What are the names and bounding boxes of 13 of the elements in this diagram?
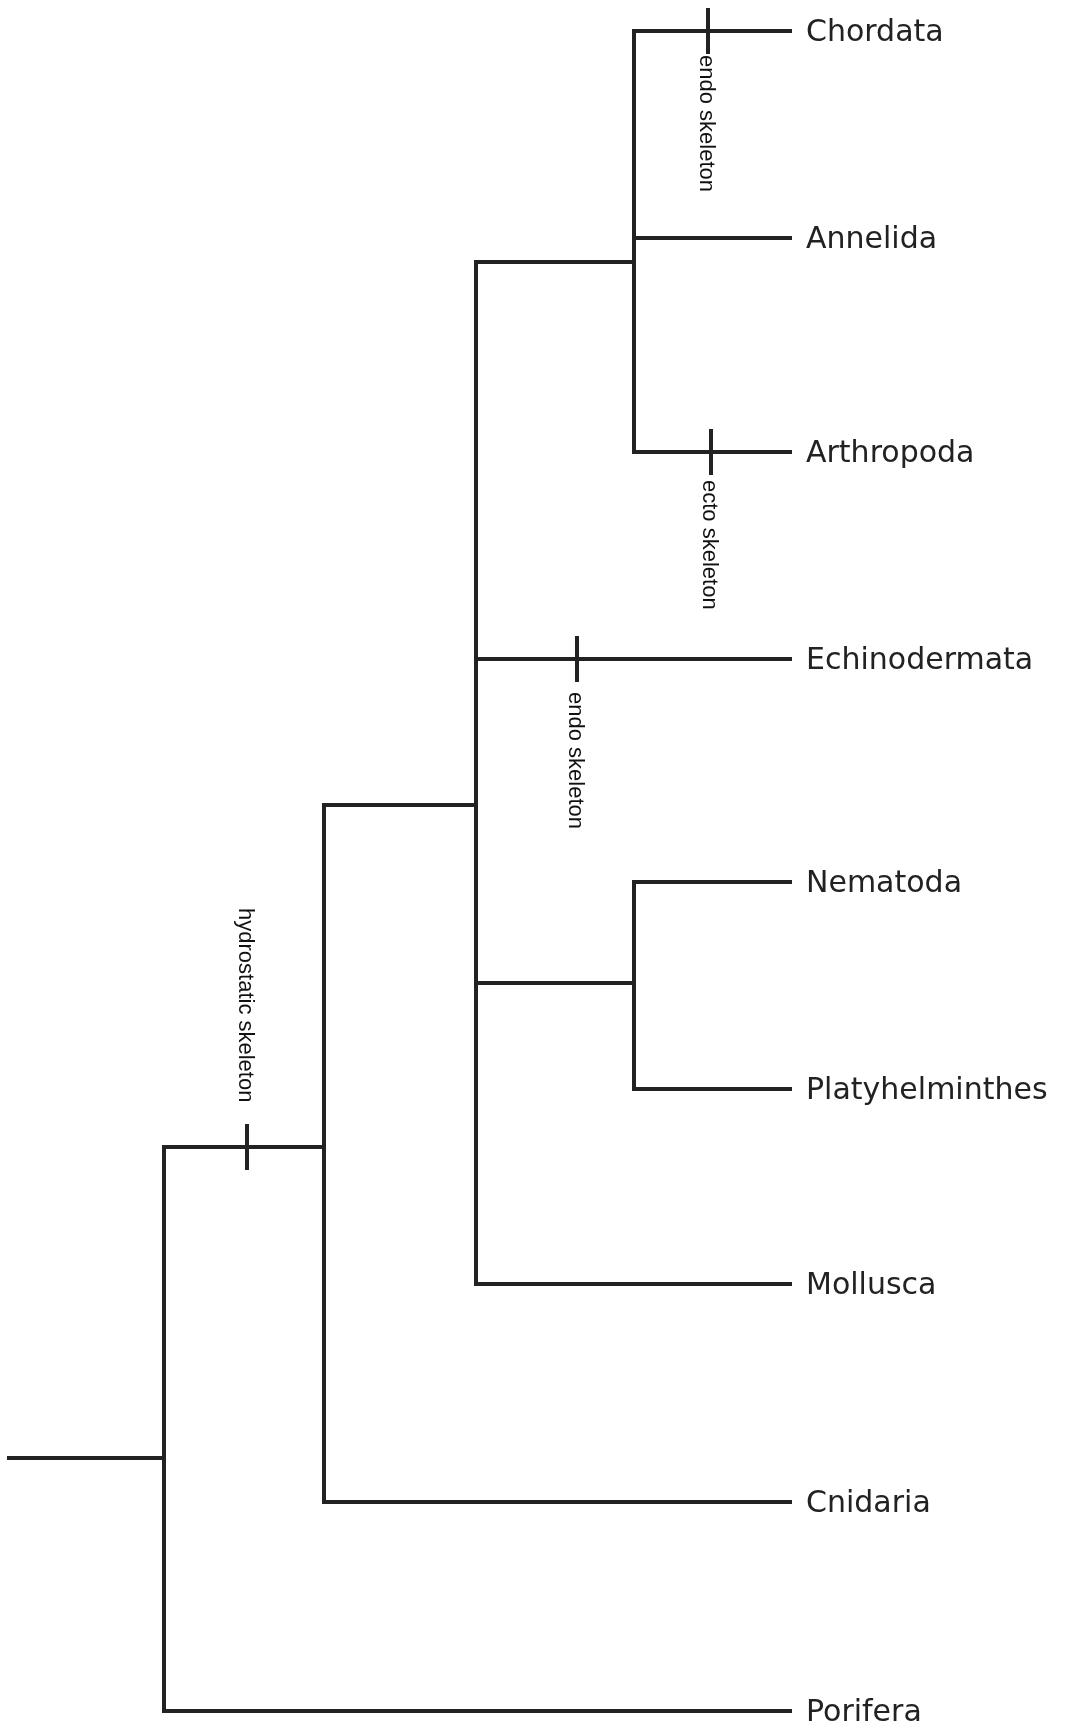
character-label: ecto skeleton [699,480,721,610]
taxon-label: Platyhelminthes [806,1071,1048,1107]
character-label: hydrostatic skeleton [235,908,257,1103]
taxon-label: Porifera [806,1693,922,1728]
taxon-label: Nematoda [806,864,963,900]
taxon-label: Cnidaria [806,1484,931,1520]
character-label: endo skeleton [565,692,587,829]
taxon-label: Mollusca [806,1266,937,1302]
taxon-label: Echinodermata [806,641,1034,677]
character-label: endo skeleton [696,55,718,192]
taxon-label: Arthropoda [806,434,975,470]
taxon-label: Annelida [806,220,938,256]
taxon-label: Chordata [806,13,944,49]
